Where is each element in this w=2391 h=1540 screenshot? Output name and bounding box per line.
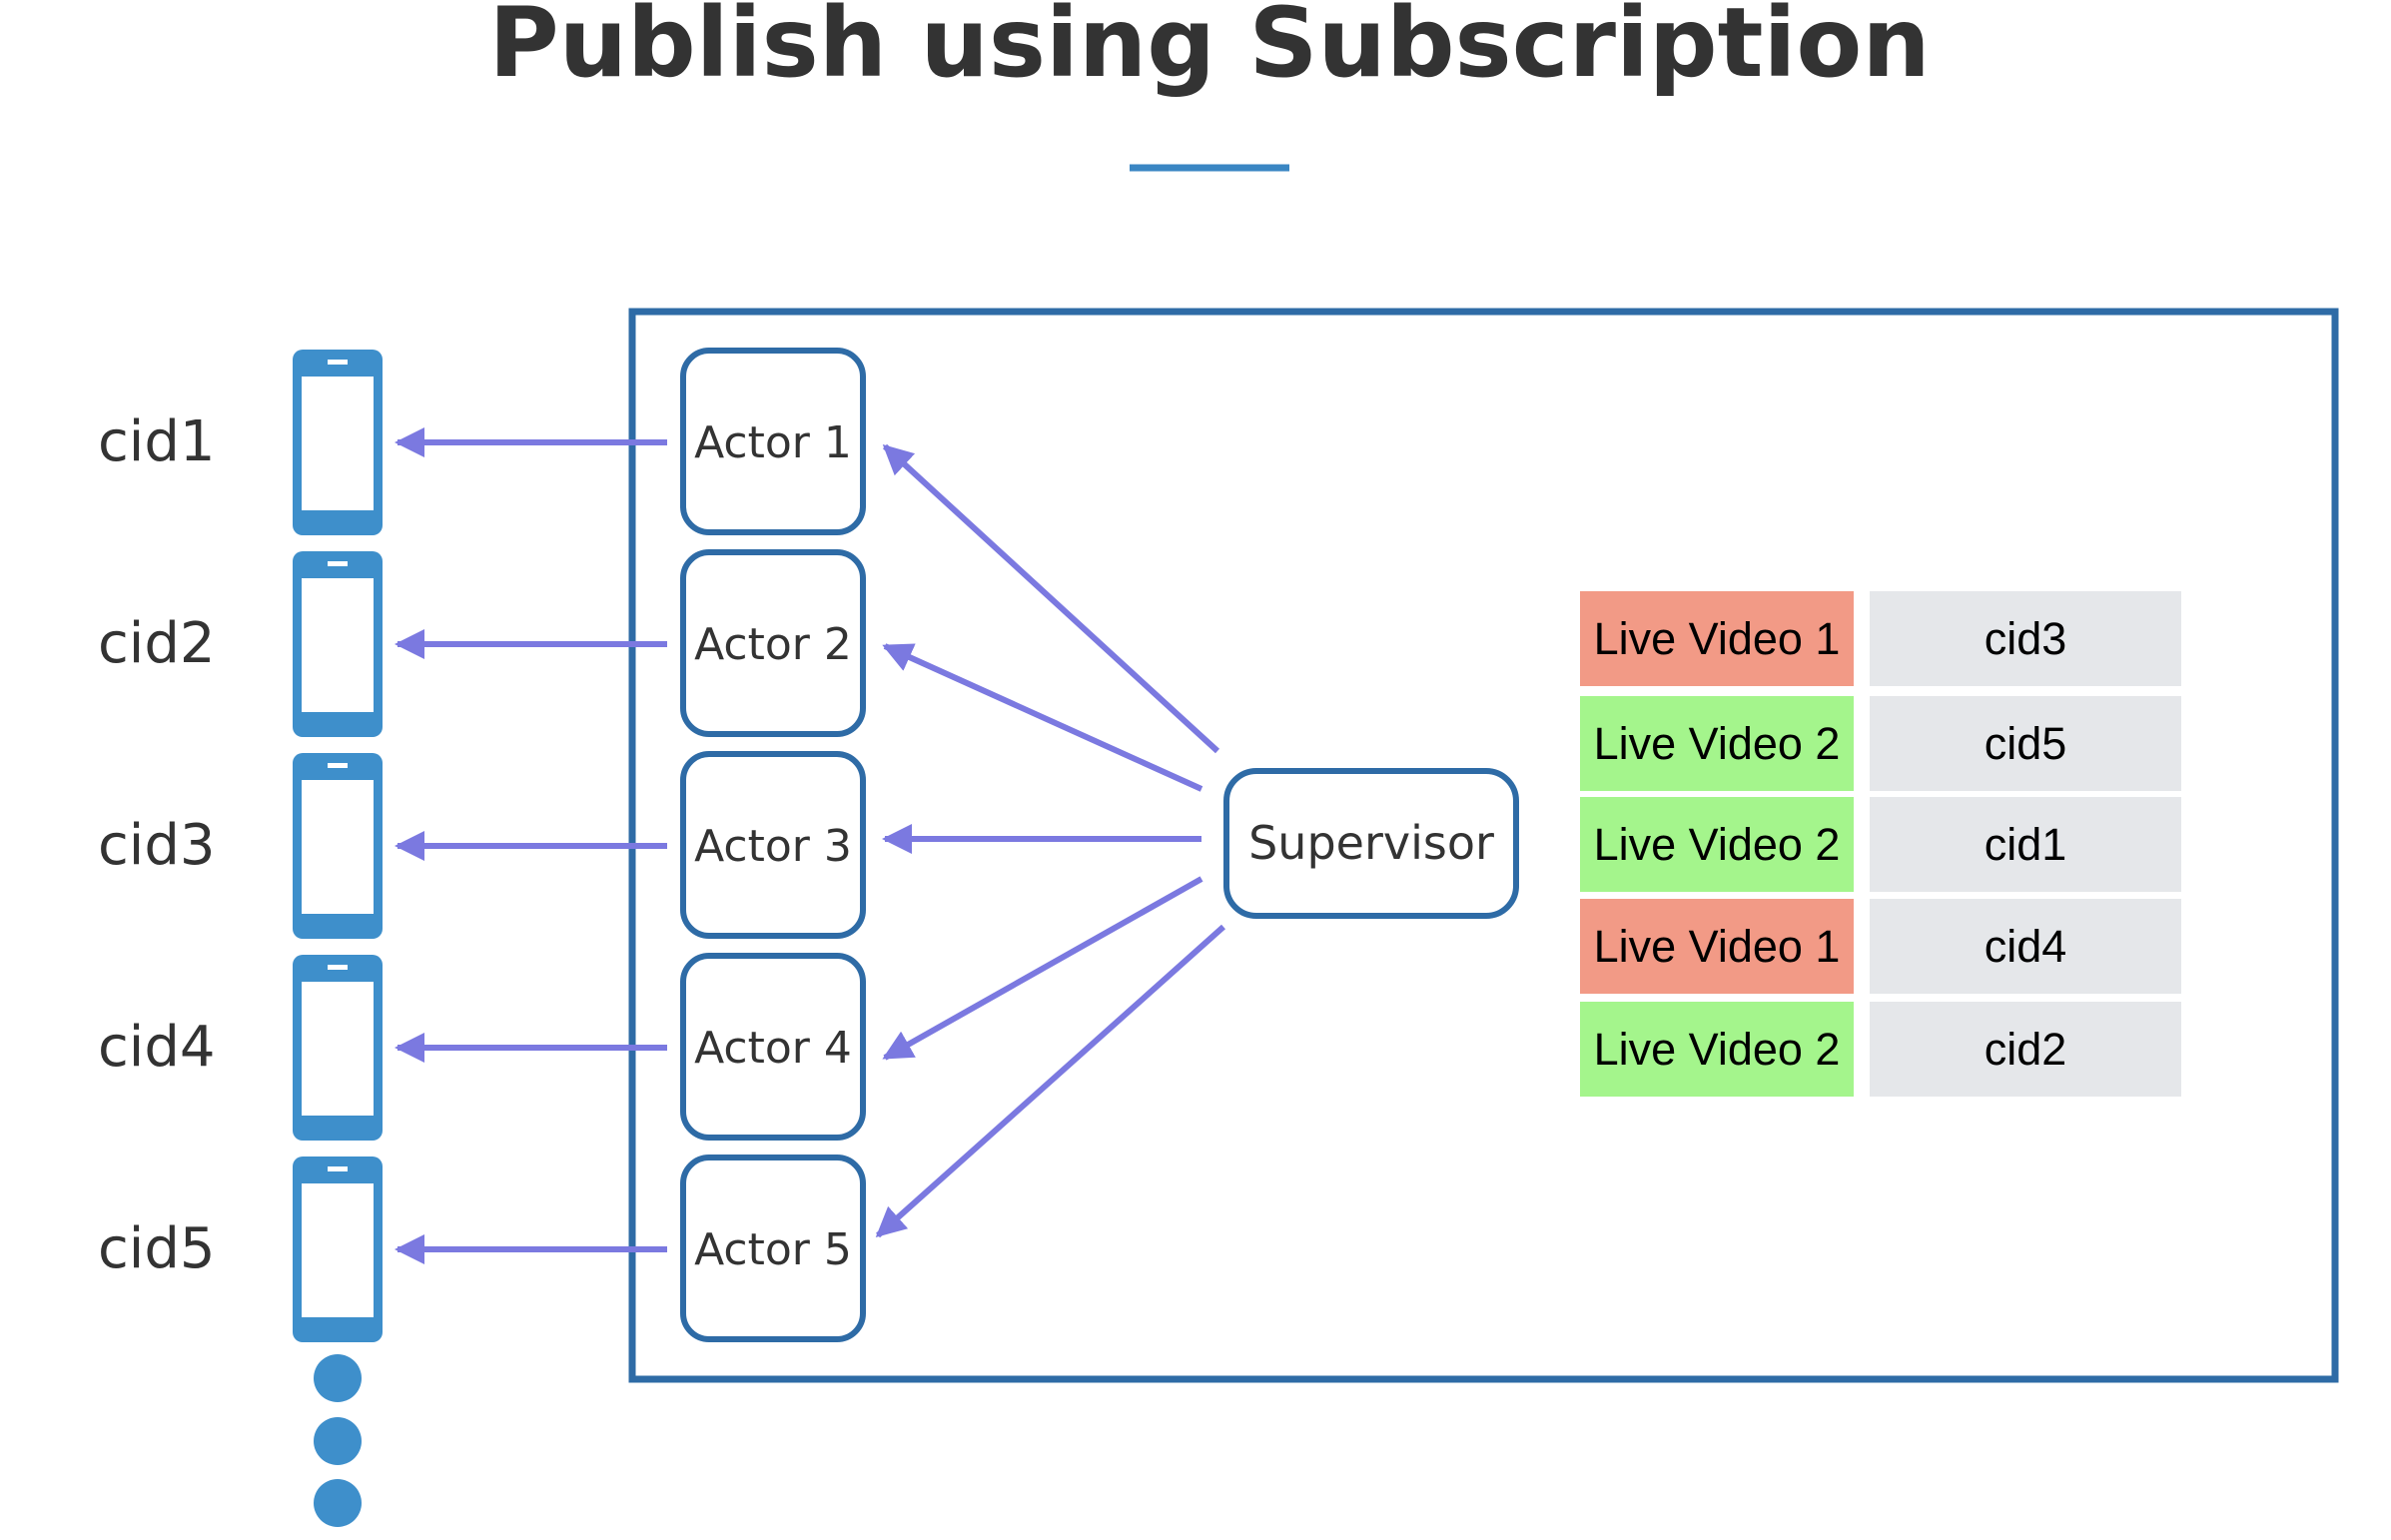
ellipsis-dots-icon (314, 1354, 362, 1527)
supervisor-to-actor-arrow (882, 876, 1203, 1061)
stream-cell (1580, 591, 1854, 686)
supervisor-label: Supervisor (1248, 816, 1494, 870)
subscription-row: Live Video 2 cid2 (1580, 1002, 2181, 1097)
client-id-label: cid2 (1985, 1024, 2067, 1075)
actor-boxes: Actor 1 Actor 2 Actor 3 Actor 4 Actor 5 (680, 348, 866, 1342)
client-label: cid3 (98, 813, 216, 878)
client-label: cid4 (98, 1015, 216, 1080)
client-label: cid2 (98, 611, 216, 676)
stream-label: Live Video 1 (1594, 613, 1841, 664)
stream-cell (1580, 1002, 1854, 1097)
client-id-label: cid3 (1985, 613, 2067, 664)
client-cell (1870, 797, 2181, 892)
subscription-row: Live Video 1 cid4 (1580, 899, 2181, 994)
stream-label: Live Video 2 (1594, 819, 1841, 870)
subscription-row: Live Video 2 cid1 (1580, 797, 2181, 892)
supervisor-box (1223, 768, 1519, 919)
stream-label: Live Video 1 (1594, 921, 1841, 972)
actor-label: Actor 5 (694, 1224, 852, 1275)
actor-label: Actor 4 (694, 1023, 852, 1074)
subscription-row: Live Video 2 cid5 (1580, 696, 2181, 791)
stream-label: Live Video 2 (1594, 1024, 1841, 1075)
client-phones (293, 350, 383, 1342)
actor-label: Actor 2 (694, 619, 852, 670)
actor-box (680, 751, 866, 939)
client-cell (1870, 591, 2181, 686)
actor-box (680, 1155, 866, 1342)
supervisor-to-actor-arrow (882, 443, 1220, 754)
client-cell (1870, 696, 2181, 791)
client-cell (1870, 1002, 2181, 1097)
phone-icon (293, 753, 383, 939)
stream-label: Live Video 2 (1594, 718, 1841, 769)
page-title: Publish using Subscription (488, 0, 1930, 99)
client-label: cid5 (98, 1216, 216, 1281)
client-labels: cid1 cid2 cid3 cid4 cid5 (98, 409, 216, 1281)
actor-label: Actor 1 (694, 417, 852, 468)
message-arrows (395, 427, 1225, 1264)
supervisor-to-actor-arrow (882, 643, 1203, 792)
phone-icon (293, 1156, 383, 1342)
actor-box (680, 953, 866, 1141)
client-id-label: cid1 (1985, 819, 2067, 870)
actor-box (680, 348, 866, 535)
client-id-label: cid4 (1985, 921, 2067, 972)
subscription-row: Live Video 1 cid3 (1580, 591, 2181, 686)
phone-icon (293, 350, 383, 535)
phone-icon (293, 955, 383, 1141)
stream-cell (1580, 797, 1854, 892)
supervisor-to-actor-arrow (875, 924, 1225, 1238)
phone-icon (293, 551, 383, 737)
client-cell (1870, 899, 2181, 994)
stream-cell (1580, 899, 1854, 994)
stream-cell (1580, 696, 1854, 791)
actor-box (680, 549, 866, 737)
client-id-label: cid5 (1985, 718, 2067, 769)
actor-label: Actor 3 (694, 821, 852, 872)
client-label: cid1 (98, 409, 216, 474)
